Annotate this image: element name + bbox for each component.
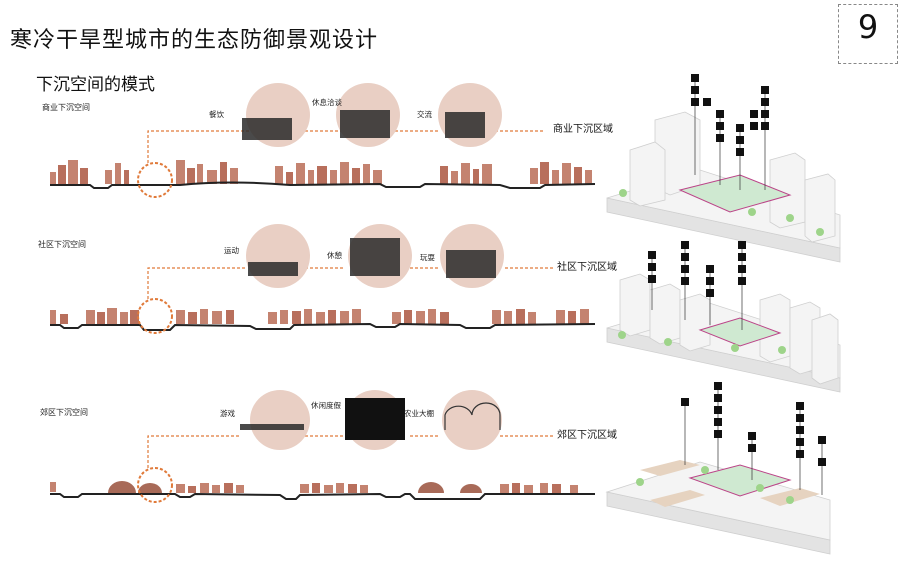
zoom-circle-suburban bbox=[137, 467, 173, 503]
activity-vacation: 休闲度假 bbox=[311, 401, 341, 410]
row-label-suburban: 郊区下沉空间 bbox=[40, 408, 88, 417]
skyline-community bbox=[50, 308, 589, 324]
row-suburban bbox=[50, 390, 595, 503]
game-scene bbox=[240, 424, 304, 430]
skyline-suburban bbox=[50, 481, 578, 493]
dining-scene bbox=[242, 118, 292, 140]
row-label-community: 社区下沉空间 bbox=[38, 240, 86, 249]
bubble-game bbox=[250, 390, 310, 450]
section-title: 下沉空间的模式 bbox=[36, 75, 155, 95]
activity-play: 玩耍 bbox=[420, 253, 435, 262]
row-community bbox=[50, 224, 596, 334]
ground-line-community bbox=[50, 322, 596, 331]
zone-label-community: 社区下沉区域 bbox=[555, 258, 619, 273]
zoom-circle-community bbox=[137, 298, 173, 334]
rest-scene bbox=[340, 110, 390, 138]
activity-exchange: 交流 bbox=[417, 110, 432, 119]
bubble-greenhouse bbox=[442, 390, 502, 450]
iso-map-community bbox=[606, 241, 841, 393]
leader-suburban bbox=[147, 435, 240, 468]
leader-community bbox=[147, 267, 245, 299]
skyline-commercial bbox=[50, 160, 592, 184]
iso-map-commercial bbox=[606, 74, 841, 263]
activity-game: 游戏 bbox=[220, 409, 235, 418]
iso-map-suburban bbox=[605, 382, 831, 555]
page-number: 9 bbox=[857, 8, 879, 46]
relax-scene bbox=[350, 238, 400, 276]
exchange-scene bbox=[445, 112, 485, 138]
zoom-circle-commercial bbox=[137, 162, 173, 198]
vacation-scene bbox=[345, 398, 405, 440]
ground-line-suburban bbox=[50, 492, 595, 500]
leader-commercial bbox=[147, 130, 255, 163]
activity-sport: 运动 bbox=[224, 246, 239, 255]
play-scene bbox=[446, 250, 496, 278]
row-label-commercial: 商业下沉空间 bbox=[42, 103, 90, 112]
greenhouse-scene bbox=[444, 402, 501, 430]
activity-relax: 休憩 bbox=[327, 251, 342, 260]
page-title: 寒冷干旱型城市的生态防御景观设计 bbox=[10, 28, 379, 53]
zone-label-suburban: 郊区下沉区域 bbox=[555, 426, 619, 441]
activity-dining: 餐饮 bbox=[209, 110, 224, 119]
activity-rest-talk: 休息洽谈 bbox=[312, 98, 342, 107]
ground-line-commercial bbox=[50, 181, 596, 189]
sport-scene bbox=[248, 262, 298, 276]
zone-label-commercial: 商业下沉区域 bbox=[551, 120, 615, 135]
page-number-box bbox=[838, 4, 898, 64]
row-commercial bbox=[50, 83, 596, 198]
activity-greenhouse: 农业大棚 bbox=[404, 409, 434, 418]
bubble-sport bbox=[246, 224, 310, 288]
